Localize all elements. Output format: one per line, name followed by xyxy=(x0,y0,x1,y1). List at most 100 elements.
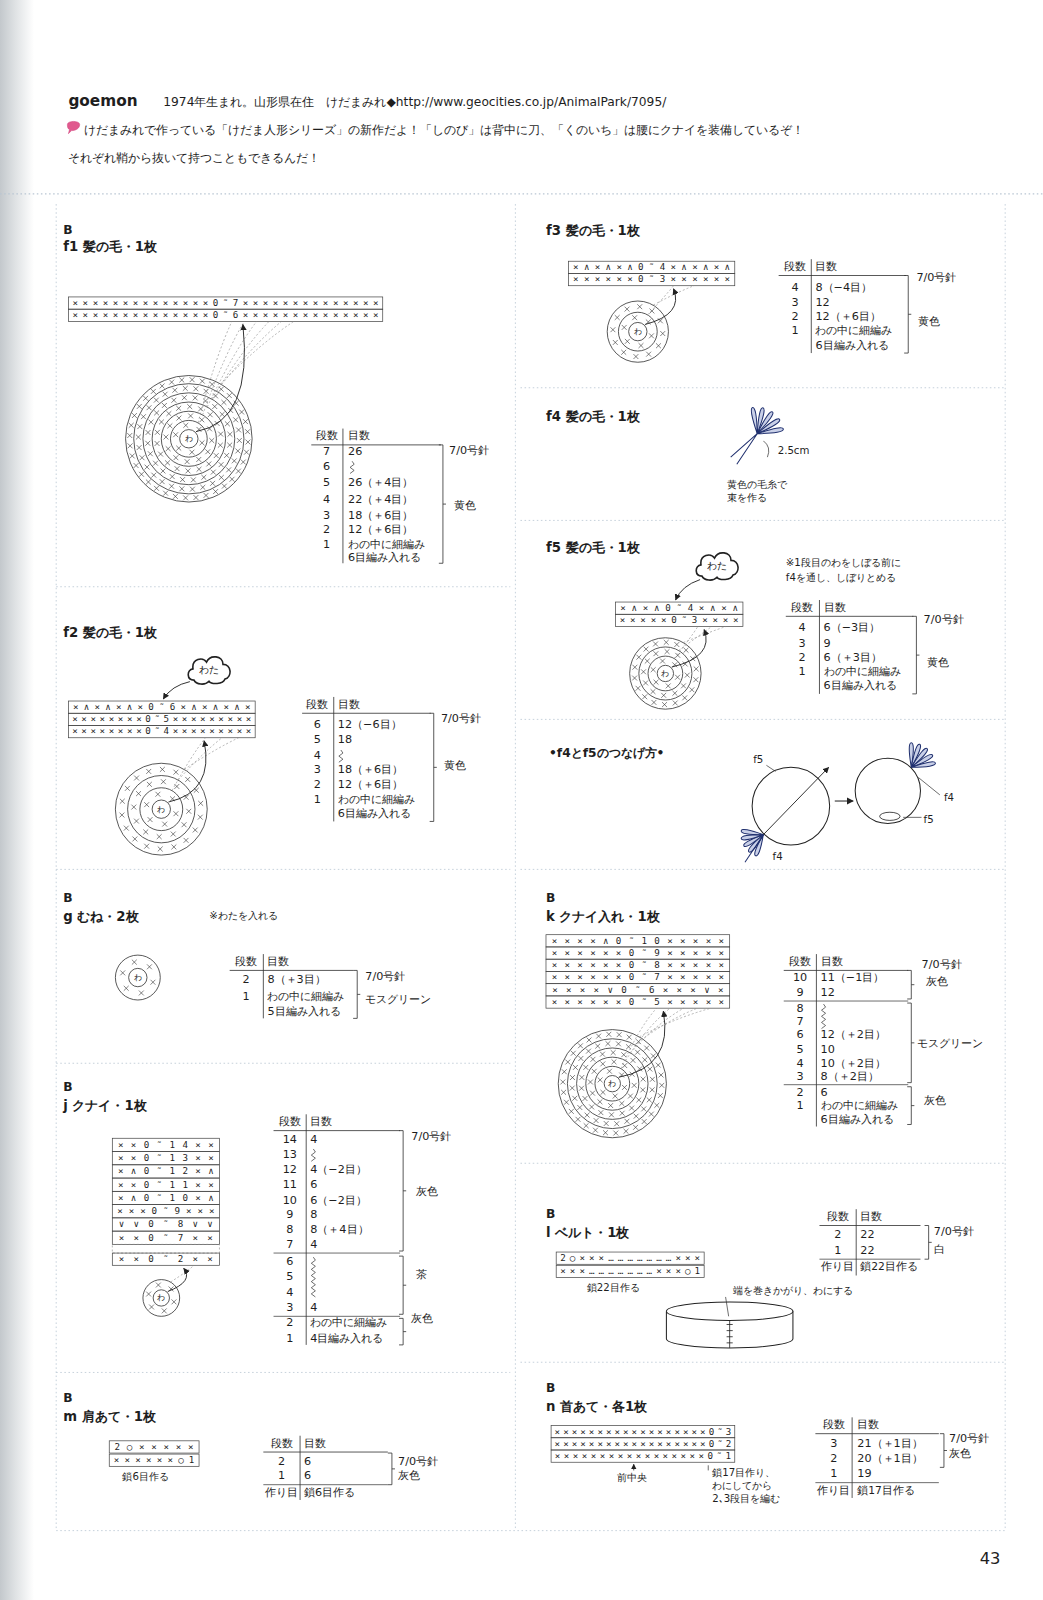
stitch-mark xyxy=(564,1100,569,1105)
speech-bubble-icon xyxy=(67,121,79,133)
chart-row-band xyxy=(615,602,743,614)
text-label: 7/0号針 xyxy=(924,614,964,627)
chart-row: ××××××0˜7××××× xyxy=(552,972,732,983)
text-label: 目数 xyxy=(821,956,843,969)
stitch-mark xyxy=(645,659,650,664)
belt-ring xyxy=(666,1311,793,1320)
chart-row-band xyxy=(568,273,734,285)
stitch-mark xyxy=(609,1112,614,1117)
text-label: 12（＋6目） xyxy=(338,779,403,792)
table-rule xyxy=(784,1084,908,1085)
ring-center-mark: わ xyxy=(157,805,165,814)
section-title: B xyxy=(546,891,555,905)
stitch-mark xyxy=(151,473,156,478)
text-label: 白 xyxy=(934,1244,945,1257)
table-cell: 4 xyxy=(799,622,806,635)
table-cell: 1 xyxy=(314,794,321,807)
leader-line xyxy=(726,1297,729,1316)
chart-row: ×××…………………×××○1 xyxy=(560,1266,704,1277)
section-title: B xyxy=(63,1391,72,1405)
stitch-mark xyxy=(131,805,136,810)
stitch-mark xyxy=(187,404,192,409)
cloud-label: わた xyxy=(707,560,727,572)
stitch-mark xyxy=(644,647,649,652)
stitch-mark xyxy=(631,1058,636,1063)
stitch-mark xyxy=(166,446,171,451)
stitch-mark xyxy=(183,495,188,500)
stitch-mark xyxy=(639,343,644,348)
chart-row: ××××××0˜9××××× xyxy=(552,948,732,959)
stitch-mark xyxy=(171,398,176,403)
table-bracket xyxy=(907,970,914,999)
panel-divider xyxy=(515,204,516,1531)
stitch-mark xyxy=(200,485,205,490)
stitch-mark xyxy=(150,980,155,985)
stitch-mark xyxy=(214,453,219,458)
round-outline xyxy=(140,788,183,831)
stitch-mark xyxy=(650,1087,655,1092)
text-label: 6（＋3目） xyxy=(824,652,882,665)
stitch-mark xyxy=(134,819,139,824)
table-cell: 2 xyxy=(242,974,249,987)
section-title: g むね・2枚 xyxy=(63,909,138,924)
stitch-mark xyxy=(613,1131,618,1136)
stitch-mark xyxy=(128,443,133,448)
panel-divider xyxy=(56,586,510,587)
stitch-mark xyxy=(159,420,164,425)
round-guide-dashed xyxy=(653,286,694,305)
stitch-mark xyxy=(633,1125,638,1130)
same-count-mark xyxy=(339,750,343,762)
ring-center-mark: わ xyxy=(634,327,642,336)
text-label: 7/0号針 xyxy=(916,272,956,285)
stitch-mark xyxy=(644,1046,649,1051)
chart-row-band xyxy=(112,1244,219,1253)
panel-divider xyxy=(56,1530,1005,1531)
stitch-mark xyxy=(666,683,671,688)
chart-row: ××××∧0˜10××××× xyxy=(552,936,732,947)
round-outline xyxy=(558,1030,666,1138)
panel-divider xyxy=(520,1362,1005,1363)
text-label: 4（−2目） xyxy=(310,1164,367,1177)
table-cell: 作り目 xyxy=(817,1485,850,1497)
round-outline xyxy=(152,800,170,818)
round-outline xyxy=(143,393,235,485)
stitch-mark xyxy=(208,412,213,417)
chart-row: ×∧0˜12×∧ xyxy=(118,1166,221,1177)
chart-row: ××0˜2×× xyxy=(119,1254,222,1265)
stitch-mark xyxy=(569,1109,574,1114)
text-label: 8 xyxy=(310,1209,317,1222)
stitch-mark xyxy=(675,675,680,680)
table-cell: 3 xyxy=(797,1071,804,1084)
round-arrow xyxy=(196,324,244,431)
stitch-mark xyxy=(579,1086,584,1091)
stitch-mark xyxy=(641,1077,646,1082)
stitch-mark xyxy=(634,1114,639,1119)
text-label: 鎖6目作る xyxy=(122,1471,168,1483)
text-label: 束を作る xyxy=(727,492,767,504)
table-cell: 2 xyxy=(286,1317,293,1330)
table-cell: 段数 xyxy=(827,1211,849,1224)
chart-row: ××0˜7×× xyxy=(119,1233,222,1244)
stitch-mark xyxy=(179,486,184,491)
leader-line xyxy=(918,778,939,795)
table-rule xyxy=(263,1484,387,1485)
table-rule xyxy=(786,616,914,617)
stitch-mark xyxy=(608,1103,613,1108)
text-label: f5 xyxy=(753,754,763,766)
text-label: 11（−1目） xyxy=(821,972,885,985)
stitch-mark xyxy=(201,475,206,480)
table-cell: 段数 xyxy=(306,699,328,712)
text-label: 6目編み入れる xyxy=(338,808,411,821)
stitch-mark xyxy=(120,970,125,975)
stitch-mark xyxy=(193,395,198,400)
table-cell: 作り目 xyxy=(821,1261,854,1273)
stitch-mark xyxy=(617,1032,622,1037)
stuffing-arrow xyxy=(163,682,190,699)
stitch-mark xyxy=(603,1130,608,1135)
stitch-mark xyxy=(210,481,215,486)
text-label: 18（＋6目） xyxy=(348,510,413,523)
chart-row: ××××××0˜3×××××× xyxy=(573,274,735,285)
panel-divider xyxy=(520,869,1005,870)
table-rule xyxy=(342,429,343,564)
table-bracket xyxy=(399,1131,406,1251)
